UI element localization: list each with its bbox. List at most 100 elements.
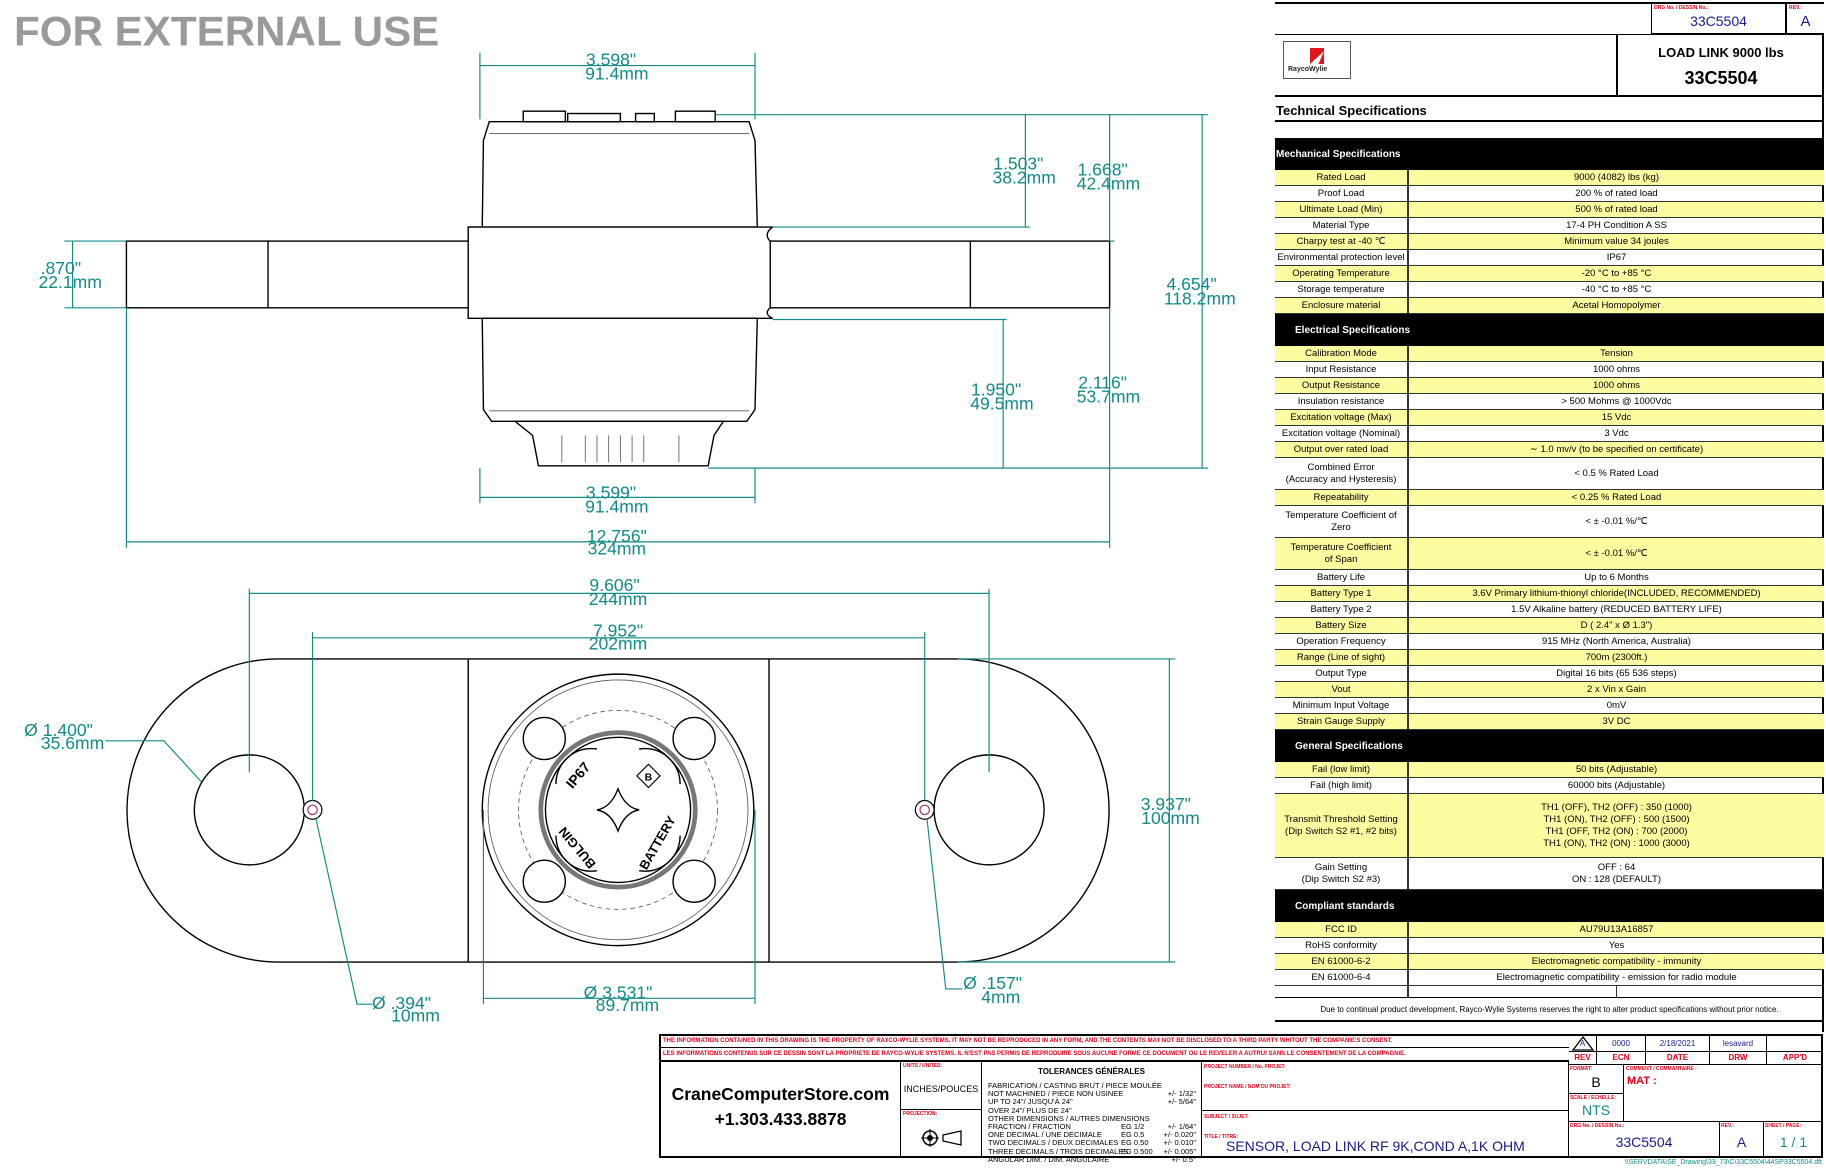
spec-label-line: Rated Load <box>1316 171 1366 183</box>
spec-value: 915 MHz (North America, Australia) <box>1409 634 1824 649</box>
spec-label: Calibration Mode <box>1275 346 1409 361</box>
connector-label-b: B <box>645 772 653 784</box>
spec-label: Output Type <box>1275 666 1409 681</box>
raycowylie-logo: RaycoWylie <box>1283 41 1351 79</box>
scale-value: NTS <box>1582 1102 1610 1118</box>
side-view-dimensions: 3.598" 91.4mm 1.503" 38.2mm 1.668" 42.4m… <box>39 50 1236 559</box>
spec-value-line: D ( 2.4" x Ø 1.3") <box>1580 619 1653 631</box>
spec-label-line: (Dip Switch S2 #1, #2 bits) <box>1285 825 1397 837</box>
spec-value-line: 915 MHz (North America, Australia) <box>1542 635 1691 647</box>
spec-value-line: < 0.25 % Rated Load <box>1571 491 1662 503</box>
tolerance-cell: +/- 1/32" <box>1167 1089 1196 1099</box>
spec-value: 200 % of rated load <box>1409 186 1824 201</box>
spec-label: EN 61000-6-4 <box>1275 970 1409 985</box>
spec-value: 500 % of rated load <box>1409 202 1824 217</box>
spec-value: D ( 2.4" x Ø 1.3") <box>1409 618 1824 633</box>
spec-row: Temperature Coefficient of Zero< ± -0.01… <box>1275 506 1824 538</box>
spec-label-line: Repeatability <box>1313 491 1369 503</box>
dim-small-pin-dia-in: Ø .157" <box>963 973 1022 993</box>
spec-value: 9000 (4082) lbs (kg) <box>1409 170 1824 185</box>
file-path: \\SERVDATA\SE_Drawing\33_73\C\33C5504\44… <box>1624 1159 1822 1166</box>
spec-label: Output Resistance <box>1275 378 1409 393</box>
dim-housing-upper-mm: 38.2mm <box>993 168 1056 188</box>
tolerance-cell: UP TO 24"/ JUSQU'À 24" <box>988 1097 1073 1107</box>
spec-value: Digital 16 bits (65 536 steps) <box>1409 666 1824 681</box>
spec-value-line: Yes <box>1608 939 1625 951</box>
spec-label: Environmental protection level <box>1275 250 1409 265</box>
vendor-phone[interactable]: +1.303.433.8878 <box>714 1109 847 1129</box>
section-header: Mechanical Specifications <box>1275 138 1824 170</box>
project-name-label: PROJECT NAME / NOM DU PROJET: <box>1204 1084 1291 1090</box>
header-drg-label: DRG No. / DESSIN No.: <box>1654 5 1709 11</box>
vendor-website[interactable]: CraneComputerStore.com <box>671 1084 890 1104</box>
spec-label-line: Enclosure material <box>1301 299 1381 311</box>
spec-label-line: Battery Type 2 <box>1310 603 1372 615</box>
spec-label: Combined Error(Accuracy and Hysteresis) <box>1275 458 1409 489</box>
warning-english: THE INFORMATION CONTAINED IN THIS DRAWIN… <box>663 1038 1393 1044</box>
spec-label-line: of Span <box>1324 553 1358 565</box>
rev-header-rev: REV <box>1569 1052 1597 1064</box>
spec-label-line: Output Resistance <box>1301 379 1381 391</box>
tolerance-cell: ONE DECIMAL / UNE DECIMALE <box>988 1130 1102 1140</box>
spec-value: 50 bits (Adjustable) <box>1409 762 1824 777</box>
spec-value-line: Up to 6 Months <box>1584 571 1649 583</box>
dim-overall-height-mm: 118.2mm <box>1164 288 1236 308</box>
dim-housing-dia-in: Ø 3.531" <box>584 982 653 1002</box>
spec-value: 3.6V Primary lithium-thionyl chloride(IN… <box>1409 586 1824 601</box>
watermark: FOR EXTERNAL USE <box>14 8 439 55</box>
header-title-area: RaycoWylie LOAD LINK 9000 lbs 33C5504 <box>1275 34 1824 97</box>
connector-face: IP67 BATTERY BULGIN B <box>481 673 755 947</box>
spec-value: < 0.5 % Rated Load <box>1409 458 1824 489</box>
spec-value-line: Tension <box>1600 347 1633 359</box>
spec-label: Enclosure material <box>1275 298 1409 313</box>
sheet-box: SHEET / PAGE: 1 / 1 <box>1764 1122 1823 1158</box>
spec-row: Fail (low limit)50 bits (Adjustable) <box>1275 762 1824 778</box>
spec-label: FCC ID <box>1275 922 1409 937</box>
project-number-label: PROJECT NUMBER / No. PROJET: <box>1204 1064 1286 1070</box>
spec-value-line: 3V DC <box>1602 715 1631 727</box>
spec-row: Combined Error(Accuracy and Hysteresis)<… <box>1275 458 1824 490</box>
tolerance-line: UP TO 24"/ JUSQU'À 24"+/- 5/64" <box>988 1098 1196 1106</box>
tolerance-cell: EG 0.50 <box>1121 1138 1149 1148</box>
units-box: UNITS / UNITES: INCHES/POUCES <box>901 1062 982 1110</box>
tolerance-cell: FABRICATION / CASTING BRUT / PIECE MOULÉ… <box>988 1081 1162 1090</box>
spec-value-line: 3 Vdc <box>1604 427 1629 439</box>
spec-value: Minimum value 34 joules <box>1409 234 1824 249</box>
dim-housing-lower-mm: 49.5mm <box>970 394 1033 414</box>
spec-row: Operating Temperature-20 °C to +85 °C <box>1275 266 1824 282</box>
spec-label: Proof Load <box>1275 186 1409 201</box>
spec-row: Transmit Threshold Setting(Dip Switch S2… <box>1275 794 1824 858</box>
title-block: THE INFORMATION CONTAINED IN THIS DRAWIN… <box>659 1034 1823 1163</box>
tech-specs-title: Technical Specifications <box>1275 98 1824 122</box>
spec-value-line: < ± -0.01 %/℃ <box>1585 515 1648 527</box>
tolerance-cell: FRACTION / FRACTION <box>988 1121 1071 1131</box>
spec-value: -20 °C to +85 °C <box>1409 266 1824 281</box>
spec-label-line: Minimum Input Voltage <box>1292 699 1390 711</box>
scale-box: SCALE / ECHELLE: NTS <box>1569 1094 1624 1122</box>
spec-label: Fail (low limit) <box>1275 762 1409 777</box>
tolerance-cell: ANGULAR DIM. / DIM. ANGULAIRE <box>988 1154 1110 1164</box>
spec-label-line: Charpy test at -40 ℃ <box>1296 235 1386 247</box>
tolerance-cell: OTHER DIMENSIONS / AUTRES DIMENSIONS <box>988 1113 1150 1123</box>
spec-label: Fail (high limit) <box>1275 778 1409 793</box>
spec-value-line: 1.5V Alkaline battery (REDUCED BATTERY L… <box>1511 603 1722 615</box>
tolerance-line: FABRICATION / CASTING BRUT / PIECE MOULÉ… <box>988 1081 1196 1090</box>
subject-label: SUBJECT / SUJET: <box>1204 1114 1249 1120</box>
tolerance-line: ANGULAR DIM. / DIM. ANGULAIRE+/- 0.5° <box>988 1154 1196 1164</box>
disclaimer: Due to continual product development, Ra… <box>1275 997 1824 1022</box>
dim-small-pin-dia-mm: 4mm <box>981 987 1020 1007</box>
drg-number-box: DRG No. / DESSIN No.: 33C5504 <box>1569 1122 1720 1158</box>
spec-label-line: Material Type <box>1312 219 1370 231</box>
spec-value: AU79U13A16857 <box>1409 922 1824 937</box>
spec-label-line: Excitation voltage (Max) <box>1290 411 1392 423</box>
